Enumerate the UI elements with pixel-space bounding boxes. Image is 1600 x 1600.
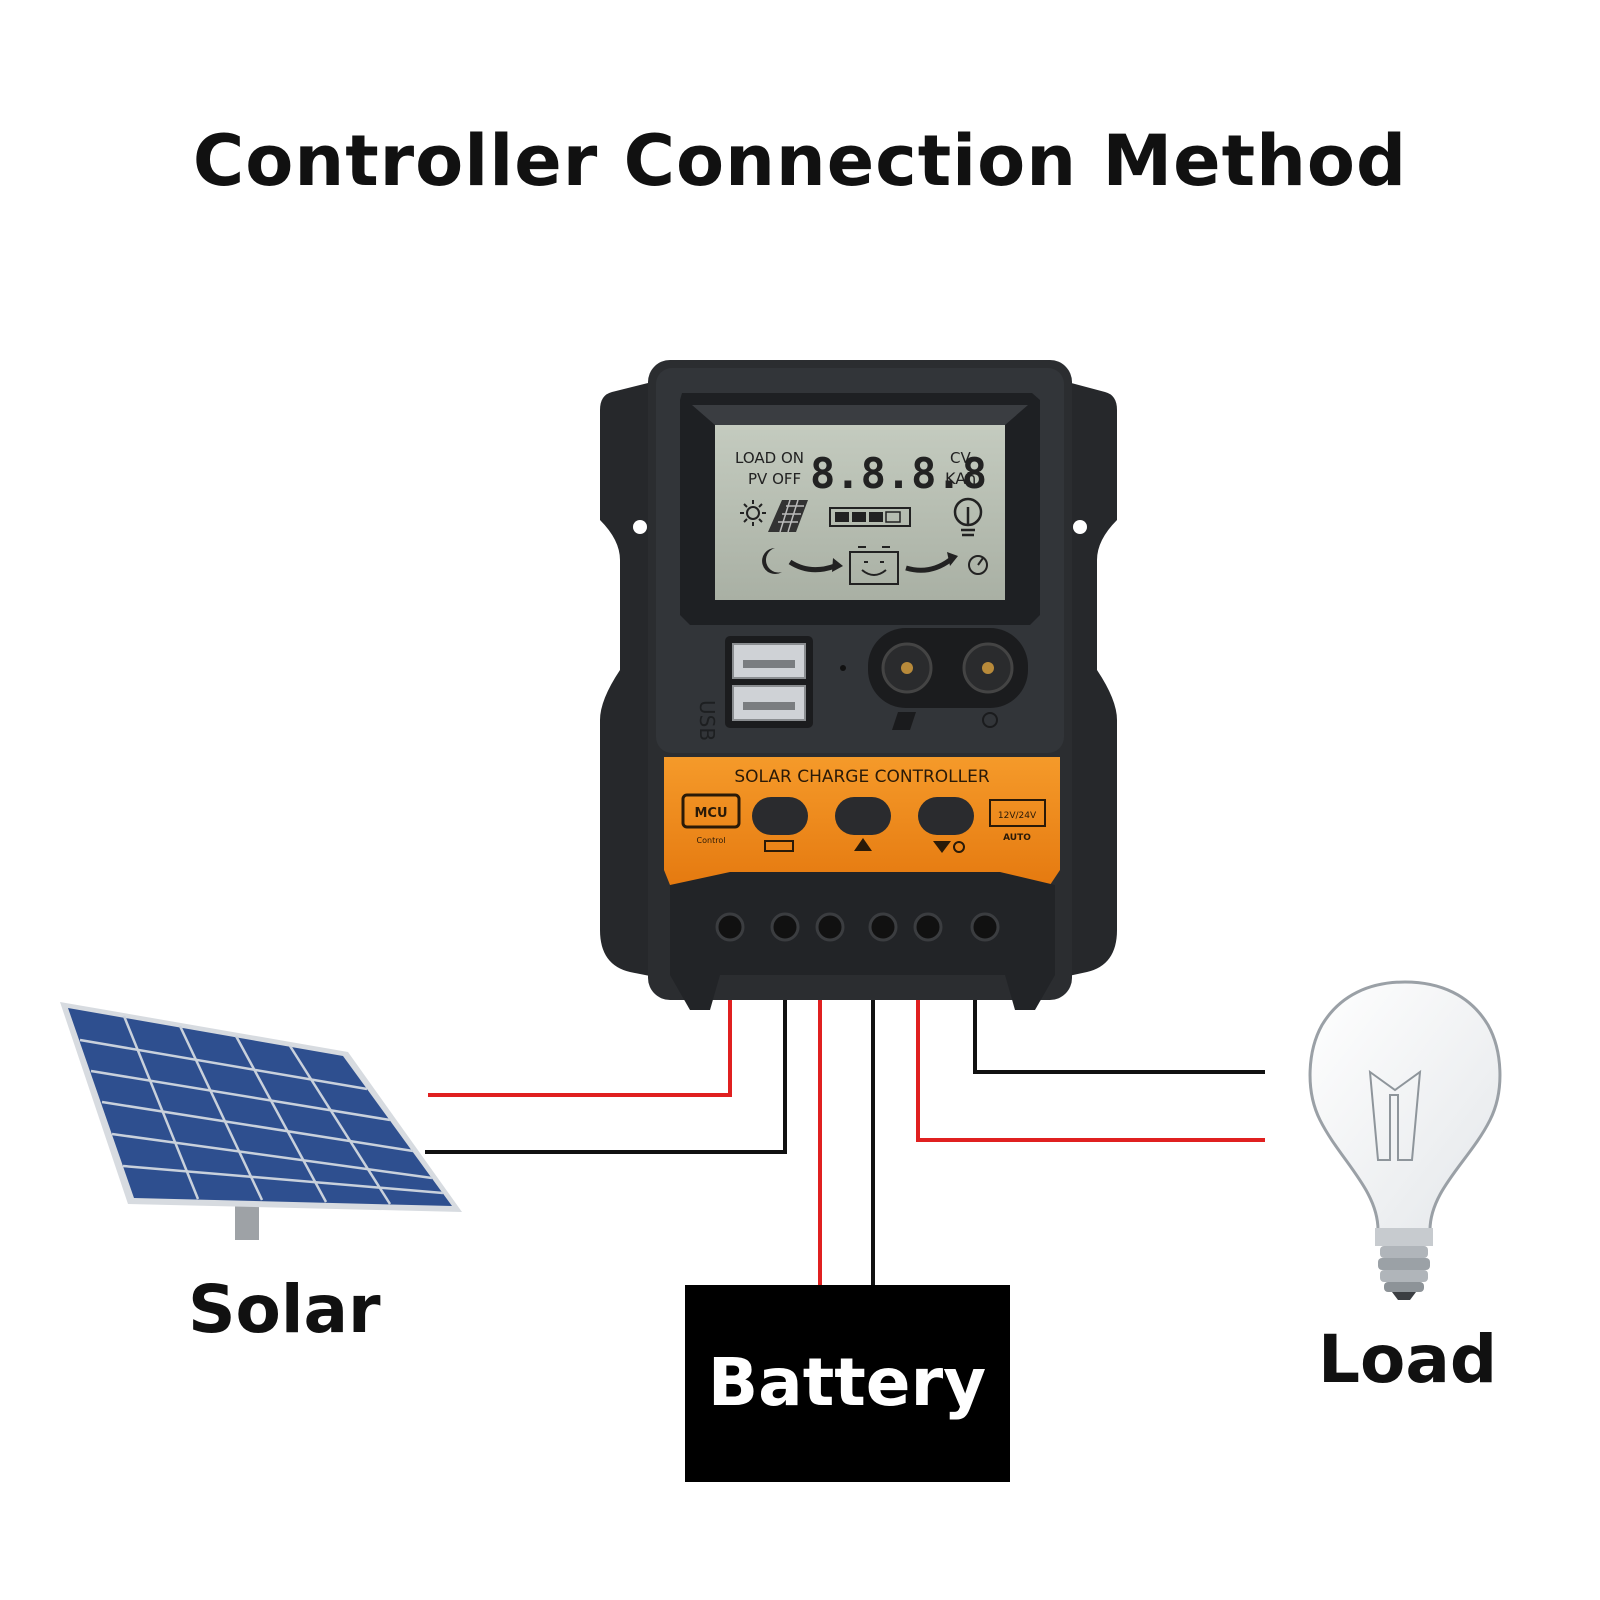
bulb-neck: [1375, 1228, 1433, 1246]
lcd-pv-off: PV OFF: [748, 470, 801, 488]
discharge-arrow-right: [905, 557, 952, 573]
terminal-battery-negative[interactable]: [868, 912, 898, 942]
auto-label: AUTO: [1003, 833, 1031, 843]
up-button[interactable]: [835, 797, 891, 835]
solar-panel-post: [235, 1205, 259, 1240]
mcu-label: MCU: [694, 806, 727, 821]
terminal-load-negative[interactable]: [970, 912, 1000, 942]
charge-arrow-left: [788, 559, 836, 573]
right-mount-hole: [1073, 520, 1087, 534]
lcd-digits: 8.8.8.8: [810, 449, 987, 498]
battery-face-icon: [849, 546, 899, 585]
lcd-kah: KAh: [945, 469, 976, 488]
solar-negative-wire: [425, 940, 787, 1154]
voltage-badge: [989, 799, 1046, 827]
down-arrow-icon: [933, 841, 951, 853]
usb-label: USB: [695, 700, 719, 741]
up-arrow-icon: [854, 838, 872, 851]
bulb-icon: [953, 497, 983, 537]
moon-icon: [762, 548, 782, 574]
terminal-solar-negative[interactable]: [770, 912, 800, 942]
menu-button[interactable]: [752, 797, 808, 835]
socket-bulb-icon: [982, 712, 998, 728]
terminals: [715, 912, 1000, 942]
down-button[interactable]: [918, 797, 974, 835]
terminal-load-positive[interactable]: [913, 912, 943, 942]
battery-box: [685, 1285, 1010, 1482]
voltage-label: 12V/24V: [998, 811, 1037, 821]
bulb-base: [1378, 1246, 1430, 1300]
charge-controller: LOAD ON PV OFF 8.8.8.8 CV KAh: [600, 360, 1117, 1010]
menu-button-icon: [764, 840, 794, 852]
indicator-led: [840, 665, 846, 671]
terminal-battery-positive[interactable]: [815, 912, 845, 942]
lcd-cv: CV: [950, 449, 971, 467]
terminal-block: [670, 872, 1055, 975]
light-bulb: [1308, 980, 1502, 1300]
load-label: Load: [1318, 1321, 1497, 1398]
mcu-sub-label: Control: [697, 836, 726, 845]
left-mount-hole: [633, 520, 647, 534]
mcu-badge: [681, 793, 741, 829]
solar-panel-cells: [68, 1008, 452, 1206]
lcd-load-on: LOAD ON: [735, 449, 804, 467]
panel-title: SOLAR CHARGE CONTROLLER: [734, 767, 990, 787]
solar-panel: [60, 1002, 462, 1240]
solar-grid-lines: [79, 1015, 444, 1205]
bulb-glass: [1308, 980, 1502, 1232]
load-positive-wire: [916, 940, 1265, 1142]
battery-level-icon: [829, 507, 911, 527]
socket-solar-icon: [892, 712, 916, 730]
timer-small-icon: [953, 841, 965, 853]
diagram-title: Controller Connection Method: [192, 120, 1408, 202]
solar-label: Solar: [188, 1271, 381, 1348]
sun-icon: [740, 500, 766, 526]
battery-label: Battery: [708, 1344, 986, 1421]
solar-panel-icon: [768, 499, 808, 533]
timer-icon: [968, 555, 988, 575]
terminal-solar-positive[interactable]: [715, 912, 745, 942]
